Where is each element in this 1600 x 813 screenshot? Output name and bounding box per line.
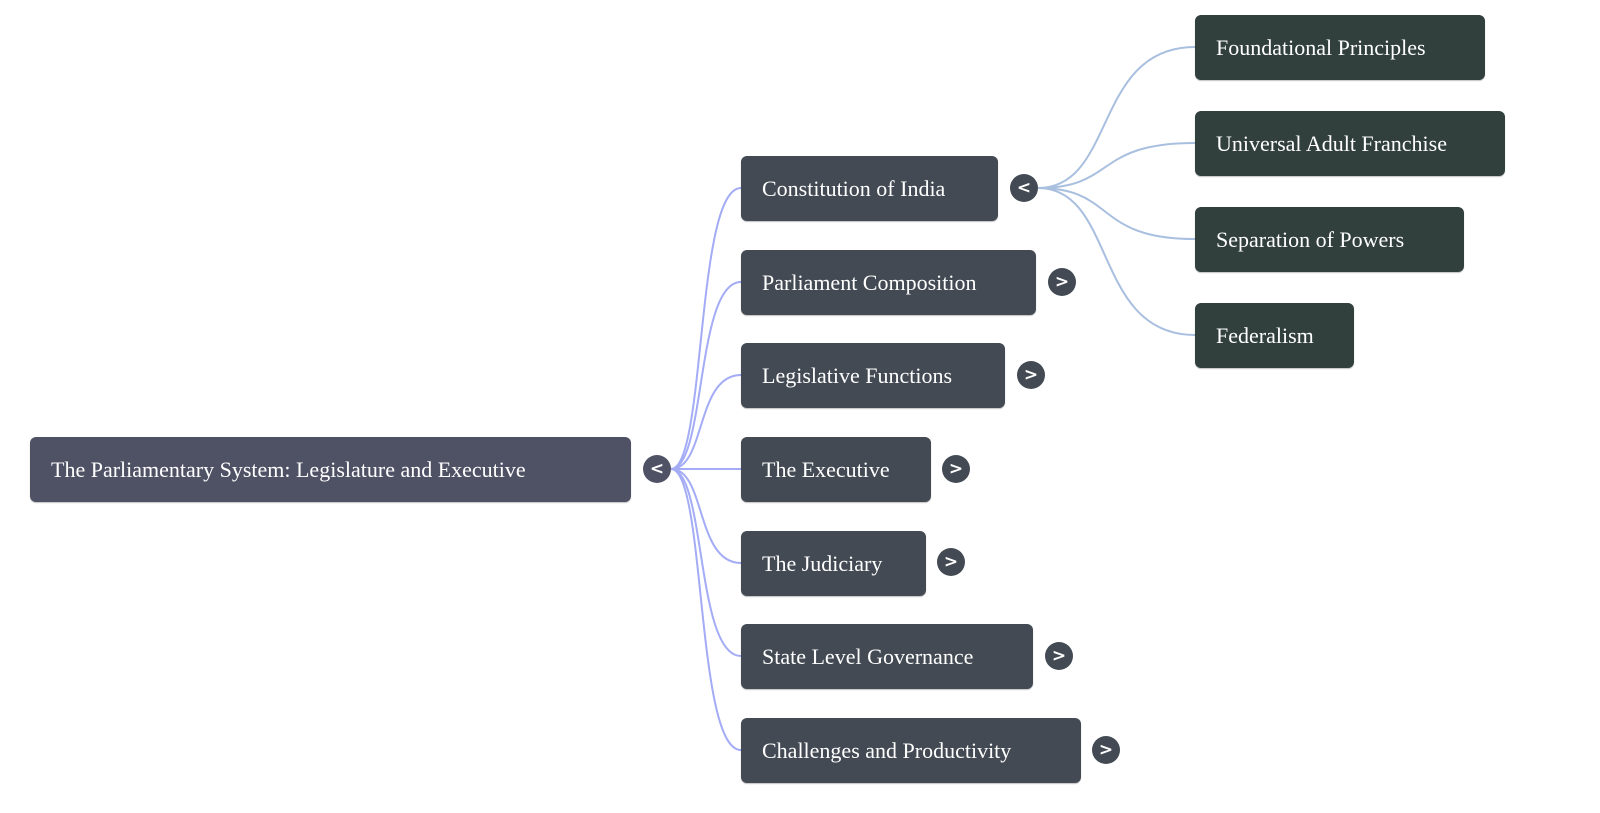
leaf-label: Universal Adult Franchise xyxy=(1216,131,1447,156)
branch-label: The Executive xyxy=(762,457,890,482)
branch-node-legislative-functions[interactable]: Legislative Functions xyxy=(741,343,1005,408)
branch-label: Parliament Composition xyxy=(762,270,977,295)
connector-root-to-branch xyxy=(670,468,742,657)
branch-node-challenges-and-productivity[interactable]: Challenges and Productivity xyxy=(741,718,1081,783)
connector-branch-to-leaf xyxy=(1037,46,1196,189)
connector-root-to-branch xyxy=(670,374,742,470)
branch-node-the-executive[interactable]: The Executive xyxy=(741,437,931,502)
branch-label: Legislative Functions xyxy=(762,363,953,388)
branch-node-the-judiciary[interactable]: The Judiciary xyxy=(741,531,926,596)
expand-toggle-icon[interactable]: > xyxy=(942,455,970,483)
leaf-label: Foundational Principles xyxy=(1216,35,1426,60)
leaf-node-separation-of-powers[interactable]: Separation of Powers xyxy=(1195,207,1464,272)
expand-toggle-icon[interactable]: > xyxy=(1045,642,1073,670)
connector-root-to-branch xyxy=(670,187,742,470)
leaf-label: Federalism xyxy=(1216,323,1314,348)
connector-root-to-branch xyxy=(670,468,742,564)
expand-toggle-icon[interactable]: > xyxy=(1017,361,1045,389)
branch-node-parliament-composition[interactable]: Parliament Composition xyxy=(741,250,1036,315)
expand-toggle-icon[interactable]: > xyxy=(937,548,965,576)
connector-branch-to-leaf xyxy=(1037,187,1196,336)
expand-toggle-icon[interactable]: > xyxy=(1048,268,1076,296)
leaf-label: Separation of Powers xyxy=(1216,227,1405,252)
branch-node-constitution-of-india[interactable]: Constitution of India xyxy=(741,156,998,221)
expand-toggle-icon[interactable]: > xyxy=(1092,736,1120,764)
leaf-node-universal-adult-franchise[interactable]: Universal Adult Franchise xyxy=(1195,111,1505,176)
leaf-node-foundational-principles[interactable]: Foundational Principles xyxy=(1195,15,1485,80)
branch-label: Challenges and Productivity xyxy=(762,738,1012,763)
connector-branch-to-leaf xyxy=(1037,187,1196,240)
branch-label: State Level Governance xyxy=(762,644,974,669)
branch-label: The Judiciary xyxy=(762,551,883,576)
leaf-node-federalism[interactable]: Federalism xyxy=(1195,303,1354,368)
root-node-label: The Parliamentary System: Legislature an… xyxy=(51,457,526,482)
branch-label: Constitution of India xyxy=(762,176,946,201)
connector-branch-to-leaf xyxy=(1037,142,1196,189)
connector-root-to-branch xyxy=(670,281,742,470)
root-node[interactable]: The Parliamentary System: Legislature an… xyxy=(30,437,631,502)
connector-root-to-branch xyxy=(670,468,742,751)
collapse-toggle-icon[interactable]: < xyxy=(643,455,671,483)
branch-node-state-level-governance[interactable]: State Level Governance xyxy=(741,624,1033,689)
collapse-toggle-icon[interactable]: < xyxy=(1010,174,1038,202)
